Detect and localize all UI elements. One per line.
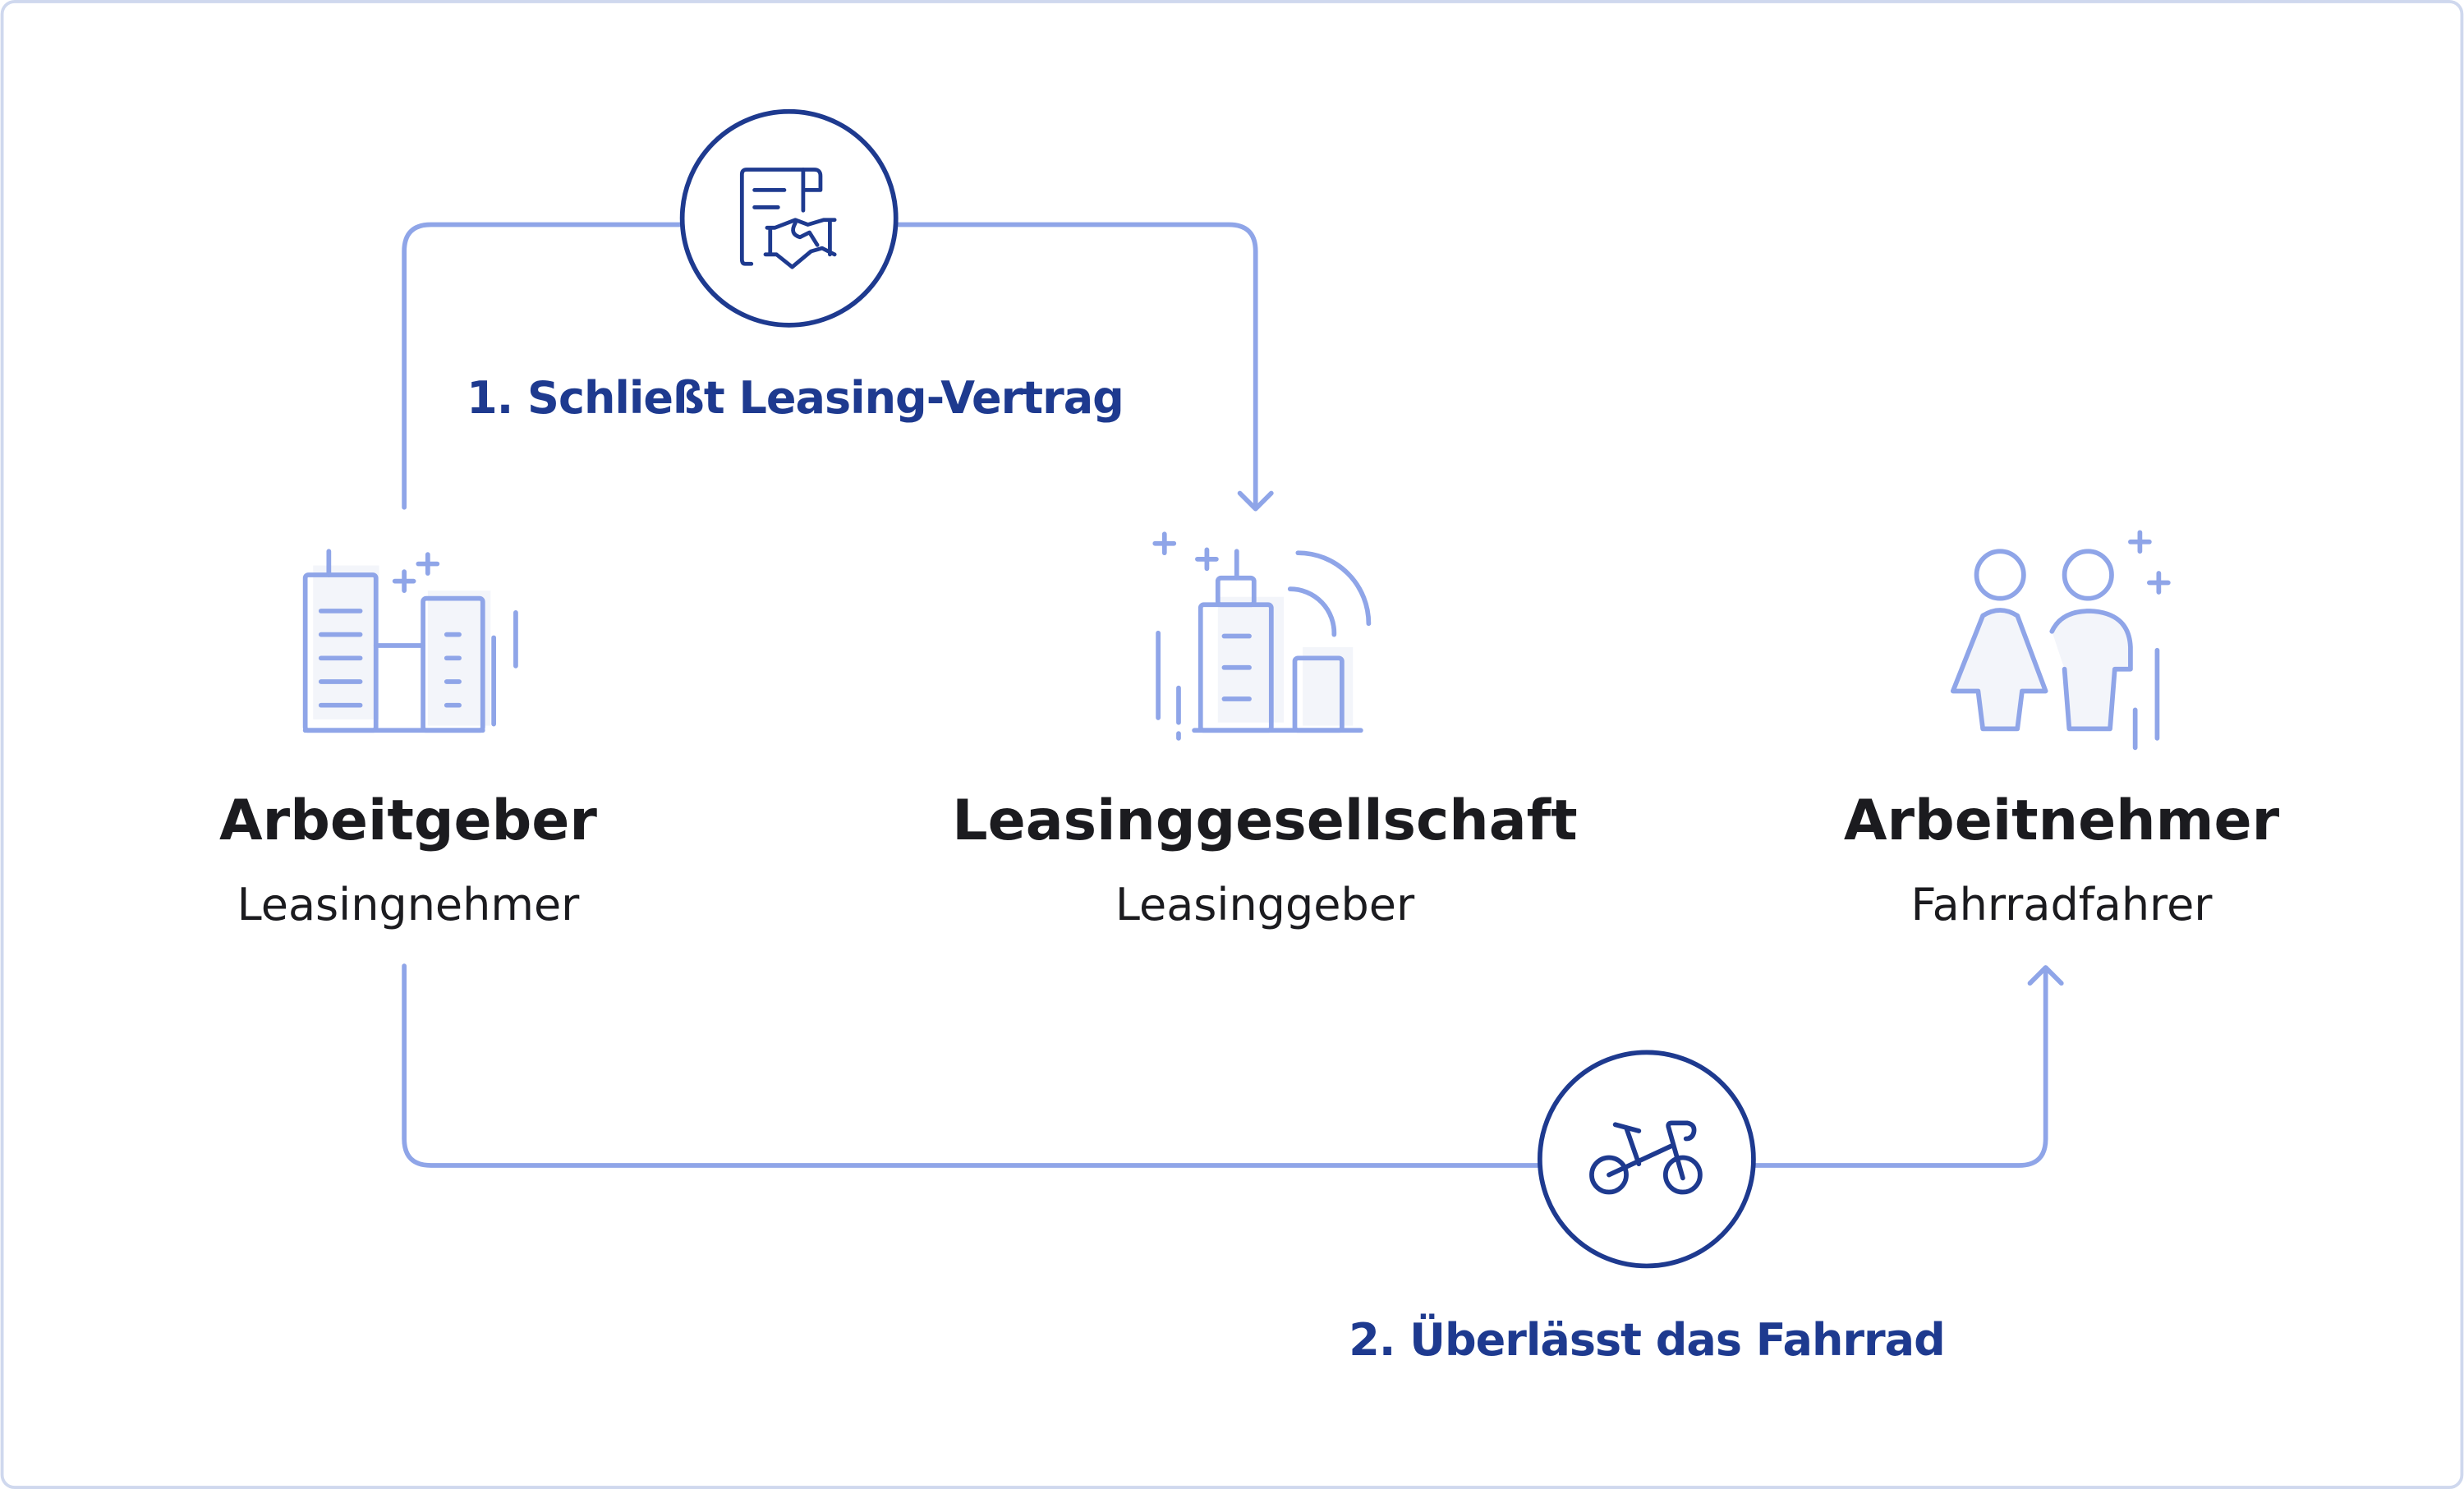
bicycle-icon <box>1537 1050 1756 1269</box>
company-building-icon <box>1152 531 1372 741</box>
arrow-up-icon <box>2027 965 2064 986</box>
arrow-down-icon <box>1237 490 1274 512</box>
party-title-arbeitgeber: Arbeitgeber <box>219 788 597 853</box>
party-title-arbeitnehmer: Arbeitnehmer <box>1843 788 2280 853</box>
step-1-label: 1. Schließt Leasing-Vertrag <box>467 372 1124 424</box>
party-role-leasinggeber: Leasinggeber <box>1115 879 1415 931</box>
step-2-label: 2. Überlässt das Fahrrad <box>1349 1314 1945 1366</box>
party-title-leasinggesellschaft: Leasinggesellschaft <box>952 788 1578 853</box>
office-buildings-icon <box>302 549 518 733</box>
people-icon <box>1950 530 2171 751</box>
party-role-fahrradfahrer: Fahrradfahrer <box>1910 879 2213 931</box>
connector-step-2 <box>402 963 2048 1168</box>
party-role-leasingnehmer: Leasingnehmer <box>237 879 580 931</box>
contract-handshake-icon <box>679 108 899 328</box>
